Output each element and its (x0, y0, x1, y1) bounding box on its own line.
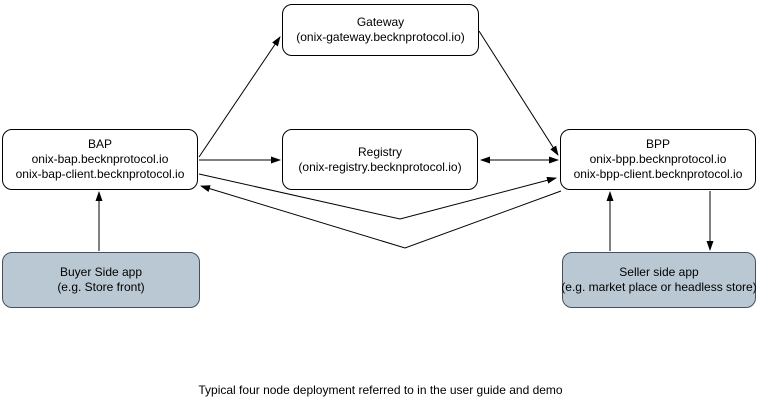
bap-domain: onix-bap.becknprotocol.io (31, 152, 169, 166)
bap-title: BAP (87, 137, 112, 151)
gateway-node: Gateway (onix-gateway.becknprotocol.io) (282, 4, 479, 56)
registry-node: Registry (onix-registry.becknprotocol.io… (282, 129, 478, 190)
bpp-node: BPP onix-bpp.becknprotocol.io onix-bpp-c… (560, 129, 756, 190)
buyer-app-title: Buyer Side app (59, 265, 143, 279)
bpp-title: BPP (645, 137, 670, 151)
seller-app-subtitle: (e.g. market place or headless store) (561, 280, 757, 294)
registry-domain: (onix-registry.becknprotocol.io) (298, 159, 462, 174)
bap-client-domain: onix-bap-client.becknprotocol.io (15, 167, 185, 181)
gateway-domain: (onix-gateway.becknprotocol.io) (296, 30, 465, 44)
bpp-domain: onix-bpp.becknprotocol.io (589, 152, 727, 166)
diagram-caption: Typical four node deployment referred to… (198, 383, 563, 397)
seller-app-title: Seller side app (619, 265, 699, 279)
gateway-title: Gateway (356, 15, 405, 29)
registry-title: Registry (357, 144, 402, 159)
bpp-client-domain: onix-bpp-client.becknprotocol.io (573, 167, 743, 181)
edge-bap-bpp-forward (198, 173, 557, 220)
buyer-app-subtitle: (e.g. Store front) (57, 280, 145, 294)
buyer-app-node: Buyer Side app (e.g. Store front) (2, 252, 200, 308)
edge-bap-gateway (198, 36, 281, 158)
edge-bpp-bap-return (200, 185, 562, 249)
edge-gateway-bpp (478, 30, 559, 156)
bap-node: BAP onix-bap.becknprotocol.io onix-bap-c… (2, 129, 198, 190)
seller-app-node: Seller side app (e.g. market place or he… (561, 252, 757, 308)
